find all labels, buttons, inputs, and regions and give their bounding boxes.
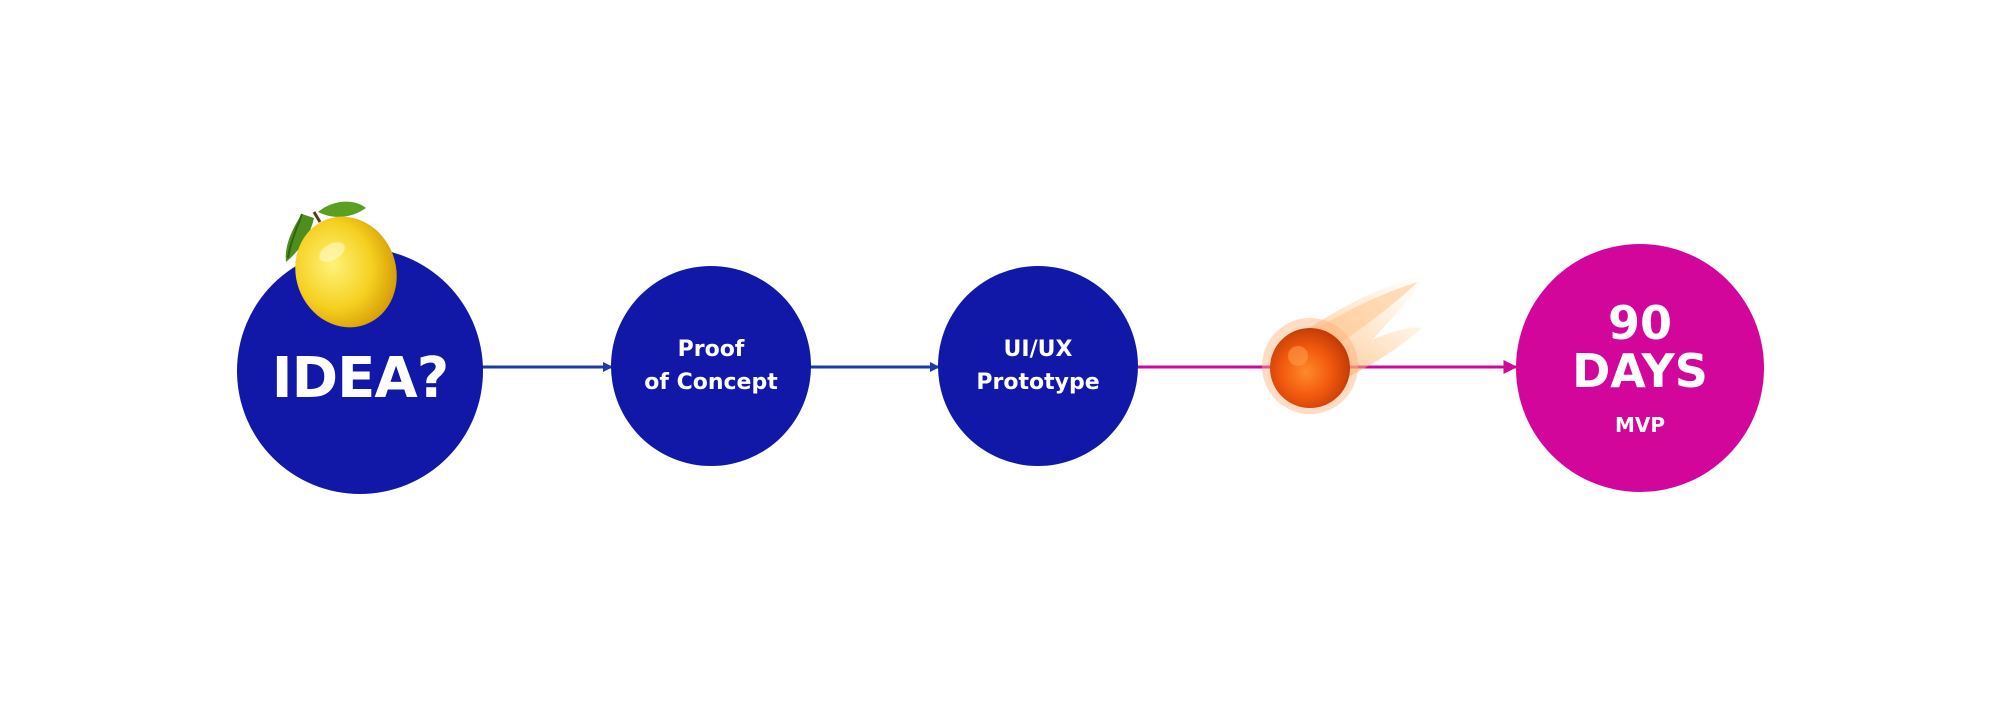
lemon-icon — [285, 201, 397, 328]
uiux-label-line2: Prototype — [976, 370, 1100, 395]
poc-label-line1: Proof — [677, 337, 745, 362]
idea-label: IDEA? — [271, 345, 449, 411]
uiux-label-line1: UI/UX — [1003, 337, 1073, 362]
comet-icon — [1262, 274, 1428, 414]
proof-of-concept-node: Proof of Concept — [611, 266, 811, 466]
mvp-days: DAYS — [1572, 344, 1708, 398]
mvp-number: 90 — [1607, 296, 1672, 350]
mvp-label: MVP — [1614, 413, 1666, 437]
mvp-node: 90 DAYS MVP — [1516, 244, 1764, 492]
poc-label-line2: of Concept — [644, 370, 778, 395]
ui-ux-prototype-node: UI/UX Prototype — [938, 266, 1138, 466]
